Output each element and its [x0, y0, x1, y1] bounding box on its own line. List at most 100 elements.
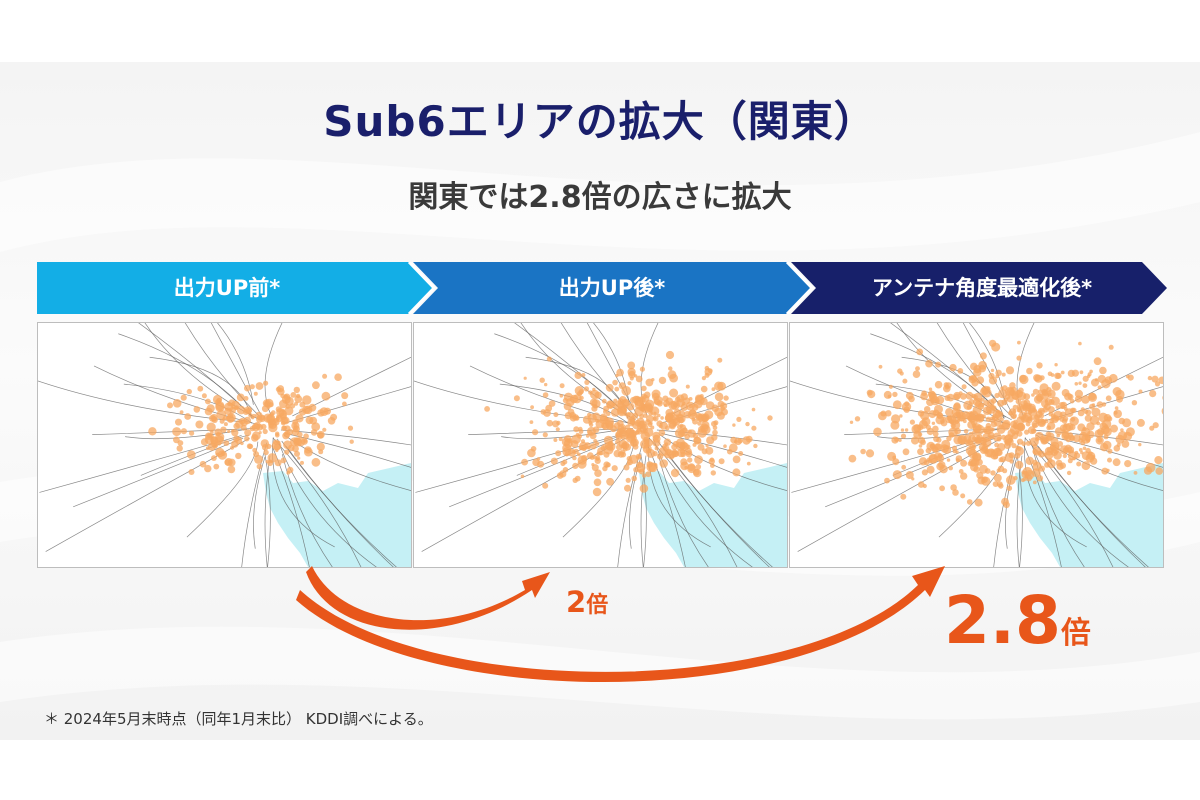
- coverage-spot: [603, 451, 610, 458]
- coverage-spot: [1032, 388, 1039, 395]
- coverage-spot: [184, 413, 192, 420]
- coverage-spot: [1035, 419, 1040, 424]
- coverage-spot: [598, 451, 603, 456]
- coverage-spot: [745, 421, 750, 427]
- step-label-after-power-up: 出力UP後*: [558, 276, 666, 300]
- coverage-spot: [932, 425, 939, 433]
- coverage-spot: [271, 440, 282, 451]
- coverage-spot: [529, 420, 534, 424]
- coverage-spot: [284, 449, 290, 455]
- coverage-spot: [670, 468, 680, 478]
- road-line: [123, 383, 253, 424]
- coverage-spot: [736, 416, 742, 422]
- coverage-spot: [327, 417, 336, 425]
- coverage-spot: [1066, 470, 1072, 476]
- coverage-spot: [195, 420, 204, 429]
- coverage-spot: [643, 442, 650, 449]
- coverage-spot: [688, 397, 693, 401]
- coverage-spot: [249, 426, 255, 432]
- road-line: [93, 365, 259, 425]
- coverage-spot: [546, 419, 554, 427]
- coverage-spot: [1070, 417, 1076, 422]
- coverage-spot: [969, 431, 973, 436]
- coverage-spot: [546, 356, 552, 362]
- coverage-spot: [654, 446, 659, 451]
- coverage-spot: [294, 395, 303, 403]
- coverage-spot: [1082, 375, 1089, 382]
- coverage-spot: [1086, 422, 1095, 431]
- coverage-spot: [1062, 447, 1069, 453]
- coverage-spot: [860, 448, 866, 455]
- coverage-spot: [215, 452, 220, 456]
- coverage-spot: [998, 457, 1004, 463]
- coverage-spot: [235, 452, 242, 460]
- coverage-spot: [1017, 340, 1021, 345]
- coverage-spot: [988, 376, 998, 385]
- coverage-spot: [916, 348, 924, 356]
- coverage-spot: [576, 452, 581, 457]
- coverage-spot: [892, 400, 902, 410]
- coverage-spot: [711, 387, 716, 392]
- coverage-spot: [1037, 407, 1045, 415]
- coverage-spot: [1149, 390, 1157, 398]
- coverage-spot: [929, 443, 936, 450]
- coverage-spot: [948, 465, 953, 471]
- coverage-spot: [1112, 387, 1122, 396]
- coverage-spot: [1004, 394, 1011, 400]
- coverage-spot: [243, 416, 252, 425]
- road-line: [421, 437, 626, 552]
- coverage-spot: [589, 432, 597, 440]
- coverage-spot: [1013, 475, 1018, 481]
- coverage-spot: [270, 410, 276, 416]
- coverage-spot: [1072, 434, 1081, 443]
- coverage-spot: [295, 414, 304, 423]
- coverage-spot: [1161, 407, 1163, 415]
- coverage-spot: [1059, 416, 1065, 422]
- coverage-spot: [1104, 376, 1113, 384]
- coverage-spot: [865, 449, 875, 458]
- coverage-spot: [249, 384, 255, 390]
- road-line: [1033, 453, 1085, 567]
- coverage-spot: [263, 449, 269, 456]
- coverage-spot: [234, 436, 243, 444]
- coverage-spot: [1008, 410, 1014, 416]
- coverage-spot: [204, 464, 212, 473]
- coverage-spot: [559, 394, 564, 398]
- coverage-spot: [687, 463, 696, 471]
- coverage-spot: [1032, 444, 1038, 449]
- footnote: ＊ 2024年5月末時点（同年1月末比） KDDI調べによる。: [44, 710, 433, 728]
- coverage-spot: [900, 428, 905, 432]
- coverage-spot: [1074, 382, 1079, 386]
- coverage-spot: [625, 477, 631, 483]
- coverage-spot: [669, 388, 679, 398]
- coverage-spot: [224, 402, 234, 412]
- coverage-spot: [751, 425, 757, 431]
- coverage-spot: [252, 447, 257, 453]
- coverage-spot: [963, 429, 969, 434]
- coverage-spot: [1106, 416, 1113, 422]
- coverage-spot: [569, 394, 579, 404]
- coverage-spot: [621, 399, 629, 407]
- coverage-spot: [1152, 422, 1159, 429]
- coverage-spot: [627, 418, 636, 427]
- coverage-spot: [1131, 400, 1138, 406]
- coverage-spot: [625, 412, 631, 417]
- coverage-spot: [231, 429, 239, 437]
- coverage-spot: [1031, 393, 1035, 397]
- coverage-spot: [542, 392, 549, 398]
- coverage-spot: [1105, 395, 1112, 402]
- coverage-spot: [1067, 369, 1075, 377]
- multiplier-2x: 2倍: [566, 585, 608, 619]
- coverage-spot: [209, 433, 214, 439]
- road-line: [1033, 440, 1149, 567]
- coverage-spot: [1006, 475, 1016, 485]
- coverage-spot: [592, 426, 600, 433]
- coverage-spot: [925, 447, 932, 454]
- coverage-spot: [626, 461, 631, 466]
- coverage-spot: [297, 456, 301, 460]
- coverage-spot: [275, 386, 281, 392]
- coverage-spot: [1103, 434, 1109, 440]
- coverage-spot: [260, 439, 269, 448]
- coverage-spot: [894, 437, 899, 442]
- coverage-spot: [1089, 403, 1095, 410]
